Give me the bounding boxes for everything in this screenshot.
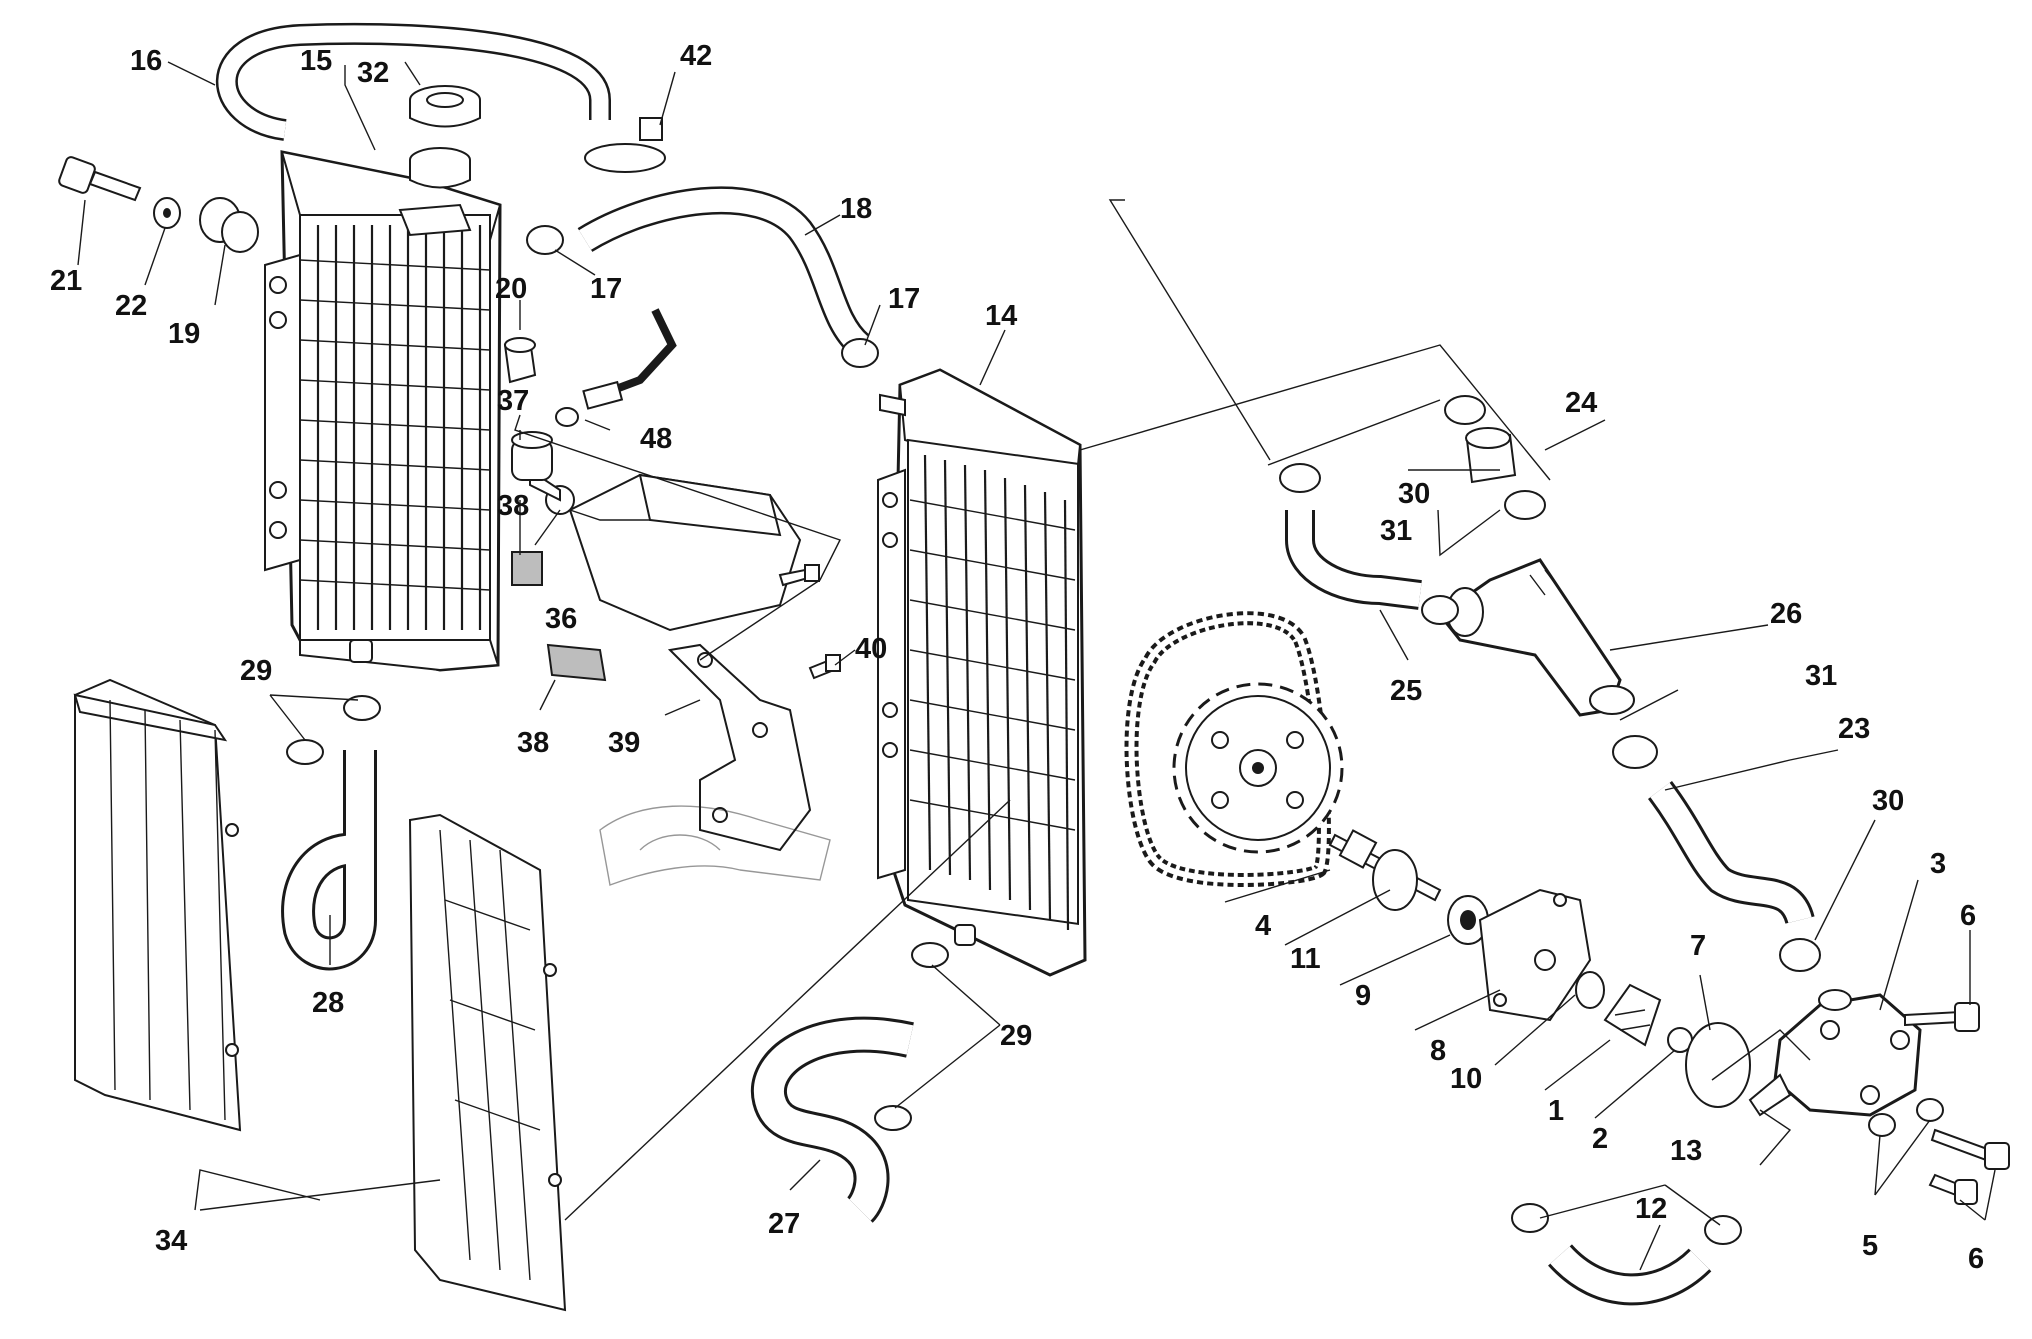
label-part-12: 12 <box>1635 1193 1667 1225</box>
label-part-6-lower: 6 <box>1968 1243 1984 1275</box>
pump-inner-cover <box>1478 888 1592 1022</box>
label-part-3: 3 <box>1930 848 1946 880</box>
label-part-13: 13 <box>1670 1135 1702 1167</box>
impeller <box>1603 983 1662 1047</box>
label-part-15: 15 <box>300 45 332 77</box>
label-part-4: 4 <box>1255 910 1271 942</box>
label-part-8: 8 <box>1430 1035 1446 1067</box>
label-part-29-right: 29 <box>1000 1020 1032 1052</box>
lower-hose-right <box>750 1016 914 1223</box>
radiator-guard-left <box>73 678 242 1132</box>
label-part-25: 25 <box>1390 675 1422 707</box>
label-part-24: 24 <box>1565 387 1597 419</box>
label-part-17-left: 17 <box>590 273 622 305</box>
label-part-16: 16 <box>130 45 162 77</box>
lower-hose-left <box>281 750 377 971</box>
washers-5 <box>1868 1098 1944 1137</box>
mounting-bracket <box>667 643 812 852</box>
hose-24 <box>1465 427 1517 484</box>
label-part-32: 32 <box>357 57 389 89</box>
label-part-30-lower: 30 <box>1872 785 1904 817</box>
leader-lines <box>77 61 1996 1271</box>
part-labels: 1 2 3 4 5 6 6 7 8 9 10 11 12 13 14 15 16… <box>50 40 1984 1275</box>
label-part-23: 23 <box>1838 713 1870 745</box>
radiator-guard-right <box>408 813 567 1312</box>
hose-clamps-13 <box>1511 1203 1742 1245</box>
label-part-22: 22 <box>115 290 147 322</box>
label-part-42: 42 <box>680 40 712 72</box>
hose-clamp-17a <box>526 225 564 255</box>
frame-outline <box>599 805 831 886</box>
bypass-hose <box>1548 1243 1712 1306</box>
bolt <box>58 156 142 202</box>
t-piece <box>1437 558 1635 717</box>
rubber-pad-2 <box>546 643 607 682</box>
label-part-2: 2 <box>1592 1123 1608 1155</box>
shaft-seal <box>1575 971 1605 1009</box>
breather-pipe <box>555 308 677 427</box>
label-part-26: 26 <box>1770 598 1802 630</box>
hose-clamp-29b <box>874 942 949 1131</box>
label-part-10: 10 <box>1450 1063 1482 1095</box>
o-ring-11 <box>1372 849 1418 911</box>
label-part-30-upper: 30 <box>1398 478 1430 510</box>
label-part-39: 39 <box>608 727 640 759</box>
label-part-11: 11 <box>1290 943 1321 975</box>
label-part-7: 7 <box>1690 930 1706 962</box>
grommet-20 <box>503 337 537 384</box>
rubber-pad <box>511 551 543 586</box>
label-part-18: 18 <box>840 193 872 225</box>
hose-25 <box>1285 510 1422 610</box>
label-part-28: 28 <box>312 987 344 1019</box>
label-part-17-right: 17 <box>888 283 920 315</box>
tank-screw <box>778 564 820 587</box>
label-part-21: 21 <box>50 265 82 297</box>
label-part-36: 36 <box>545 603 577 635</box>
left-radiator <box>264 150 502 672</box>
label-part-27: 27 <box>768 1208 800 1240</box>
label-part-19: 19 <box>168 318 200 350</box>
label-part-1: 1 <box>1548 1095 1564 1127</box>
label-part-34: 34 <box>155 1225 187 1257</box>
label-part-38-upper: 38 <box>497 490 529 522</box>
bracket-bolt <box>808 654 841 680</box>
label-part-14: 14 <box>985 300 1017 332</box>
filler-neck <box>398 147 472 237</box>
expansion-tank <box>529 468 802 632</box>
label-part-29-left: 29 <box>240 655 272 687</box>
label-part-48: 48 <box>640 423 672 455</box>
label-part-38-lower: 38 <box>517 727 549 759</box>
radiator-cap <box>409 85 481 128</box>
hose-clamps-30-31 <box>1279 395 1821 972</box>
overflow-hose <box>215 22 611 141</box>
hose-clip <box>584 117 666 173</box>
label-part-9: 9 <box>1355 980 1371 1012</box>
hose-clamp-17b <box>841 338 879 368</box>
grommet <box>199 197 259 253</box>
pump-bolt-6a <box>1904 1002 1980 1032</box>
label-part-31-lower: 31 <box>1805 660 1837 692</box>
washer <box>153 197 181 229</box>
pump-housing <box>1748 989 1922 1117</box>
label-part-6-upper: 6 <box>1960 900 1976 932</box>
o-ring-7 <box>1685 1022 1751 1108</box>
pump-gear <box>1172 682 1344 854</box>
pump-bolts-6b <box>1928 1128 2010 1205</box>
tank-cap <box>511 431 553 481</box>
label-part-37: 37 <box>497 385 529 417</box>
label-part-40: 40 <box>855 633 887 665</box>
hose-23 <box>1647 781 1815 925</box>
label-part-20: 20 <box>495 273 527 305</box>
label-part-31-upper: 31 <box>1380 515 1412 547</box>
drive-chain <box>1124 611 1331 887</box>
right-radiator <box>877 368 1087 977</box>
upper-hose <box>577 186 870 356</box>
label-part-5: 5 <box>1862 1230 1878 1262</box>
